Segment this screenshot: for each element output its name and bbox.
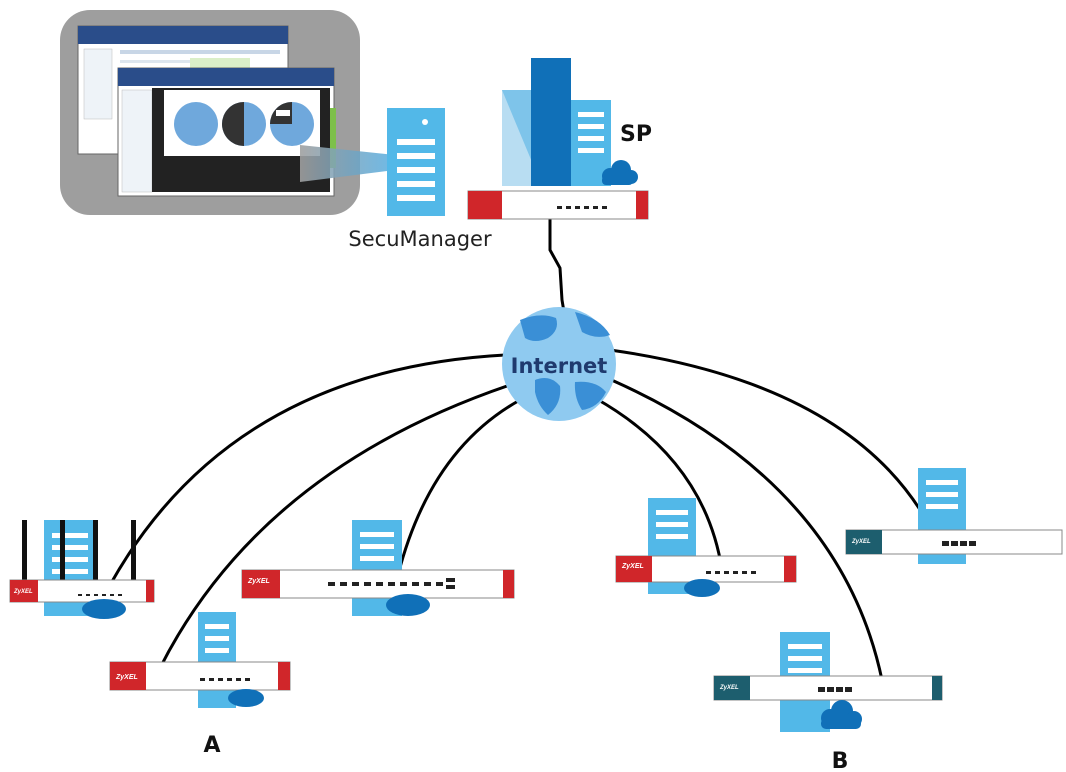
management-console-icon bbox=[60, 10, 360, 215]
right-firewall-icon bbox=[615, 498, 797, 597]
link-internet-switch-right bbox=[609, 348, 937, 537]
link-internet-right-firewall bbox=[594, 396, 724, 571]
console-beam bbox=[300, 145, 395, 182]
brand-logo-right-firewall: ZyXEL bbox=[621, 563, 644, 570]
secumanager-server-icon bbox=[387, 108, 445, 216]
brand-logo-router-a: ZyXEL bbox=[13, 589, 33, 595]
site-a-firewall-icon bbox=[109, 612, 291, 708]
sp-firewall-icon bbox=[467, 190, 649, 220]
sp-label: SP bbox=[620, 122, 652, 147]
site-b-label: B bbox=[832, 749, 849, 772]
pie-3 bbox=[270, 102, 314, 146]
right-switch-icon bbox=[845, 468, 1063, 564]
office-building-icon bbox=[502, 58, 611, 186]
console-front-window bbox=[117, 67, 336, 197]
brand-logo-firewall-a: ZyXEL bbox=[115, 674, 138, 681]
pie-2 bbox=[222, 102, 266, 146]
secumanager-label: SecuManager bbox=[348, 227, 492, 251]
internet-label: Internet bbox=[511, 354, 608, 378]
link-sp-internet bbox=[548, 218, 567, 319]
pie-1 bbox=[174, 102, 218, 146]
cloud-icon bbox=[602, 160, 638, 185]
site-a-label: A bbox=[203, 733, 220, 758]
site-a-router-icon bbox=[9, 520, 155, 619]
brand-logo-right-switch: ZyXEL bbox=[851, 539, 871, 545]
link-internet-switch-b bbox=[606, 376, 884, 681]
center-firewall-icon bbox=[241, 520, 515, 616]
site-b-cloud-icon bbox=[821, 700, 862, 729]
network-links bbox=[108, 218, 937, 681]
link-internet-router-a bbox=[108, 353, 506, 586]
internet-globe-icon bbox=[502, 307, 616, 421]
link-internet-firewall-a bbox=[158, 383, 511, 669]
brand-logo-center-firewall: ZyXEL bbox=[247, 578, 270, 585]
link-internet-center-firewall bbox=[396, 398, 521, 576]
brand-logo-site-b-switch: ZyXEL bbox=[719, 685, 739, 691]
